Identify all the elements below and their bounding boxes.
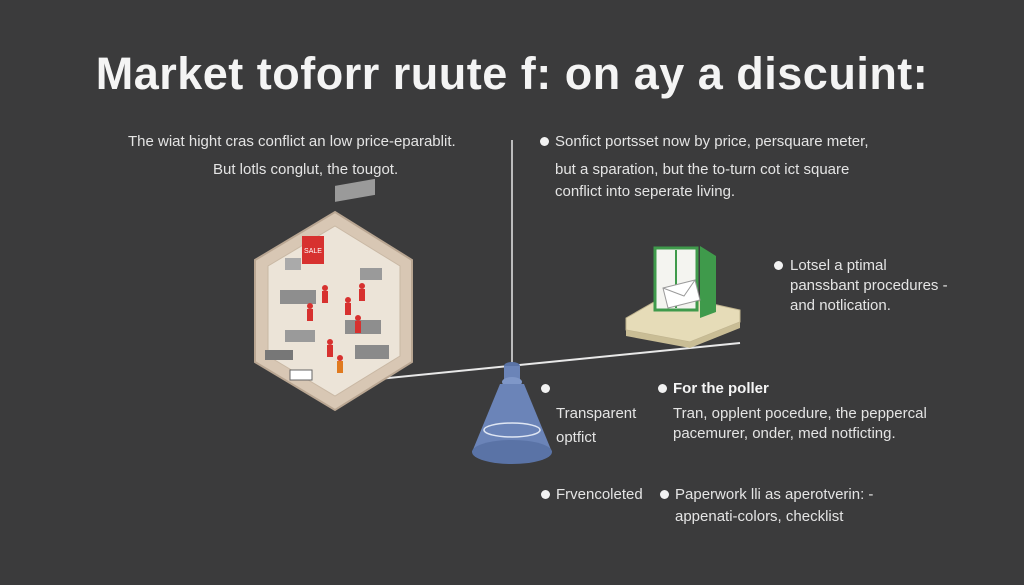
bullet-dot [774,261,783,270]
mid-right-line-3: and notlication. [790,297,891,314]
bullet-dot [660,490,669,499]
store-hexagon-illustration: SALE [254,178,413,412]
bottom-left-a-line-1: Transparent [556,405,637,422]
bullet-dot [541,384,550,393]
bullet-dot [658,384,667,393]
red-figures [307,283,365,373]
store-sign-label: SALE [304,248,322,255]
page-title: Market toforr ruute f: on ay a discuint: [95,48,929,99]
top-right-line-2: but a sparation, but the to-turn cot ict… [555,161,850,178]
bullet-dot [541,490,550,499]
left-intro-line-1: The wiat hight cras conflict an low pric… [128,133,456,150]
top-right-line-3: conflict into seperate living. [555,183,736,200]
funnel-fulcrum-illustration [472,362,552,464]
bullet-dot [540,137,549,146]
store-sign [302,236,324,264]
bottom-right-a-heading: For the poller [673,380,769,397]
bottom-left-a-line-2: optfict [556,429,597,446]
mid-right-line-2: panssbant procedures - [790,277,948,294]
bottom-right-a-line-1: Tran, opplent pocedure, the peppercal [673,405,927,422]
bottom-right-b-line-2: appenati-colors, checklist [675,508,844,525]
bottom-right-b-line-1: Paperwork lli as aperotverin: - [675,486,874,503]
bottom-right-a-line-2: pacemurer, onder, med notficting. [673,425,896,442]
bottom-left-b-label: Frvencoleted [556,486,643,503]
left-intro-line-2: But lotls conglut, the tougot. [213,161,399,178]
top-right-line-1: Sonfict portsset now by price, persquare… [555,133,869,150]
mid-right-line-1: Lotsel a ptimal [790,257,887,274]
door-envelope-illustration [625,246,741,348]
